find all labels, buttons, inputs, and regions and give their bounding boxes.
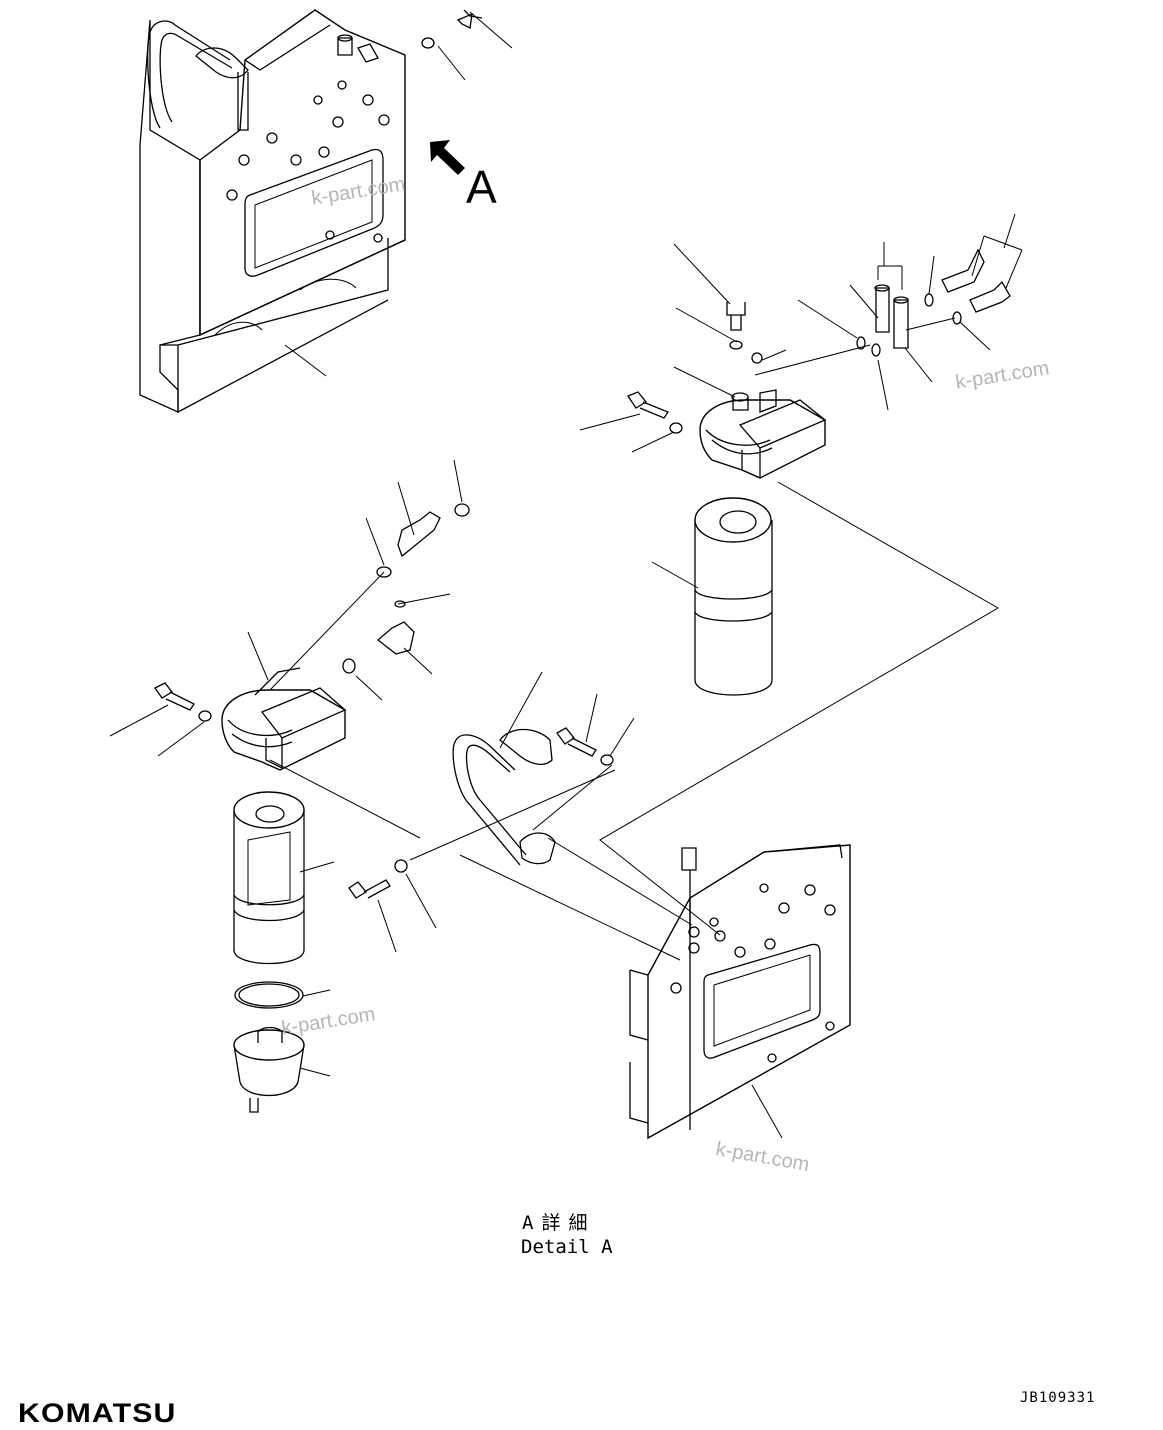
- arrow-up-left-icon: [430, 140, 465, 175]
- view-label: A: [466, 161, 497, 213]
- upper-filter-cartridge: [694, 497, 773, 696]
- filter-bracket-assembly: [139, 9, 483, 414]
- assembly-lines: [269, 45, 999, 961]
- drawing-number: JB109331: [1020, 1390, 1096, 1406]
- lower-filter-cartridge: [233, 791, 305, 1113]
- detail-caption-japanese: A詳細: [522, 1212, 596, 1234]
- upper-filter-head: [627, 248, 1011, 480]
- grab-handle: [348, 727, 614, 899]
- detail-caption-english: Detail A: [521, 1236, 613, 1258]
- leader-lines: [109, 11, 1023, 1139]
- brand-logo: KOMATSU: [18, 1398, 177, 1428]
- lower-filter-head: [154, 503, 470, 771]
- mounting-plate: [629, 844, 851, 1140]
